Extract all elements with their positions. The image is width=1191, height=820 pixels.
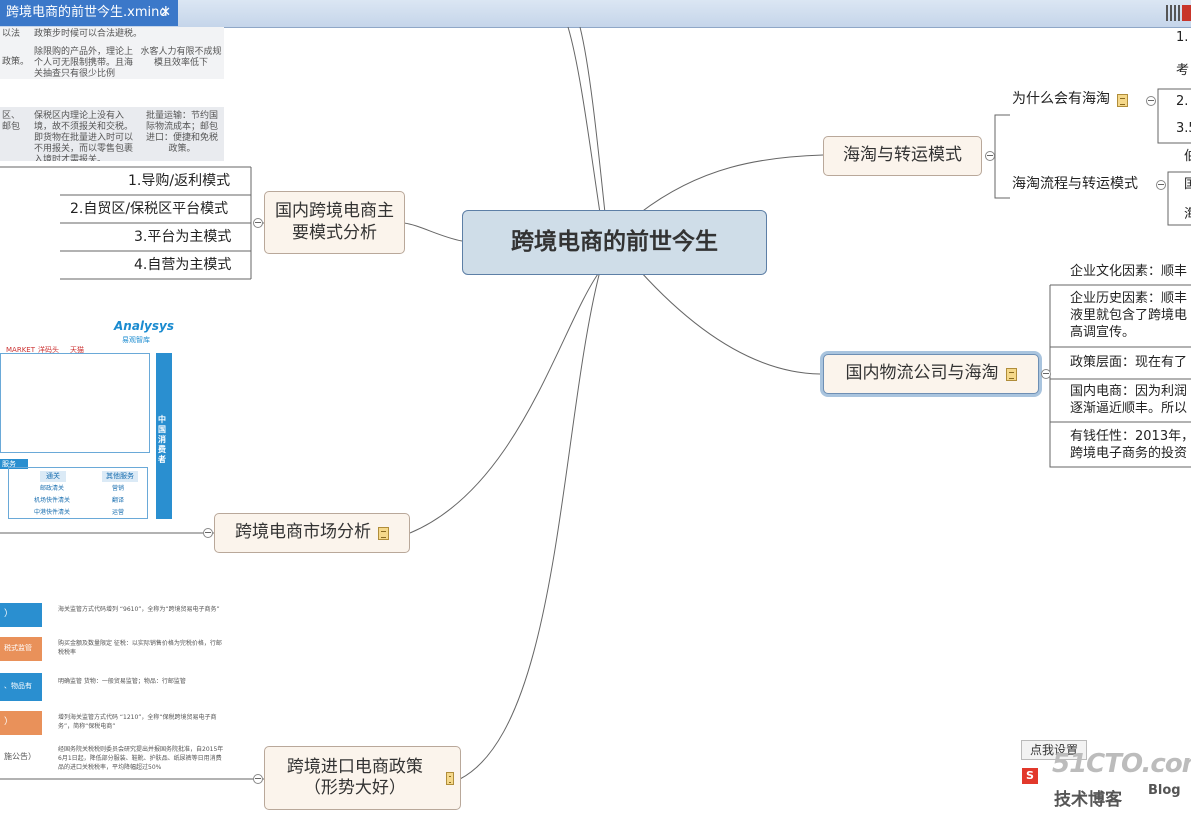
img1-cell: 批量运输：节约国际物流成本；邮包进口：便捷和免税政策。 [145, 111, 218, 154]
img3-text: 海关监管方式代码增列 “9610”，全称为“跨境贸易电子商务” [58, 606, 220, 613]
tab-title: 跨境电商的前世今生.xmind [6, 5, 168, 20]
flow-sub: 海 [1184, 207, 1191, 222]
subtopic-model-1[interactable]: 1.导购/返利模式 [128, 173, 231, 190]
subtopic-model-2[interactable]: 2.自贸区/保税区平台模式 [70, 201, 229, 218]
img2-service-head: 通关 [40, 471, 66, 482]
window-menu-icon[interactable] [1182, 5, 1191, 21]
why-sub: 2. [1176, 94, 1189, 109]
topic-haitao[interactable]: 海淘与转运模式 [823, 136, 982, 176]
topic-haitao-label: 海淘与转运模式 [843, 145, 962, 166]
central-topic[interactable]: 跨境电商的前世今生 [462, 210, 767, 275]
why-sub: 3.5 [1176, 121, 1191, 136]
watermark: 51CTO.com 技术博客 Blog [1052, 749, 1191, 810]
img2-side-tag: 服务 [2, 460, 16, 468]
subtopic-why-haitao[interactable]: 为什么会有海淘 [1012, 89, 1152, 111]
logistics-item: 高调宣传。 [1070, 325, 1136, 340]
logistics-item[interactable]: 有钱任性：2013年， [1070, 429, 1191, 444]
img1-cell: 水客人力有限不成规模且效率低下 [140, 47, 222, 68]
img2-service: 中港快件清关 [34, 509, 71, 516]
watermark-blog: Blog [1148, 783, 1181, 798]
logistics-item[interactable]: 企业文化因素：顺丰 [1070, 264, 1188, 279]
why-text: 考 [1176, 63, 1190, 78]
subtopic-model-3[interactable]: 3.平台为主模式 [134, 229, 232, 246]
img3-tag: 税式监管 [4, 644, 32, 652]
topic-logistics[interactable]: 国内物流公司与海淘 [823, 354, 1039, 394]
why-text: （ [1182, 45, 1191, 61]
img3-text: 购买金额及数量限定 征税：以实际销售价格为完税价格，行邮税税率 [58, 640, 222, 656]
watermark-site: 51CTO.com [1052, 749, 1191, 779]
topic-models-label: 国内跨境电商主要模式分析 [275, 201, 394, 243]
image-policy-list: ） 海关监管方式代码增列 “9610”，全称为“跨境贸易电子商务” 税式监管 购… [0, 599, 228, 774]
img3-tag: 、物品有 [4, 682, 32, 690]
flow-sub: 国 [1184, 177, 1191, 192]
collapse-icon[interactable] [1041, 369, 1051, 379]
connector-lines [0, 27, 1191, 780]
img3-text: 增列海关监管方式代码 “1210”，全称“保税跨境贸易电子商务”，简称“保税电商… [58, 714, 217, 730]
img1-cell: 政策步时候可以合法避税。 [34, 29, 143, 39]
img3-text: 明确监管 货物：一般贸易监管；物品：行邮监管 [58, 678, 186, 685]
img2-service-head: 其他服务 [102, 471, 138, 482]
img2-logo: 天猫 [70, 346, 84, 354]
img2-service: 邮政清关 [40, 485, 65, 492]
close-icon[interactable]: ✕ [160, 5, 171, 20]
img2-service: 翻译 [112, 497, 125, 504]
img2-brand-sub: 易观智库 [122, 336, 150, 344]
img1-cell: 除限购的产品外，理论上个人可无限制携带。且海关抽查只有很少比例 [34, 47, 134, 79]
flow-sub: 伯 [1184, 149, 1191, 164]
img3-tag: ） [4, 609, 14, 619]
img2-service: 机场快件清关 [34, 497, 71, 504]
central-topic-label: 跨境电商的前世今生 [511, 229, 718, 256]
mindmap-canvas[interactable]: 以法 政策。 区、邮包 政策步时候可以合法避税。 除限购的产品外，理论上个人可无… [0, 27, 1191, 820]
logistics-item: 跨境电子商务的投资 [1070, 446, 1188, 461]
topic-market[interactable]: 跨境电商市场分析 [214, 513, 410, 553]
logistics-item[interactable]: 政策层面：现在有了 [1070, 355, 1188, 370]
img1-cell: 政策。 [2, 57, 30, 67]
img2-side-label: 中国消费者 [158, 415, 166, 464]
img3-text: 经国务院关税税则委员会研究提出并报国务院批准，自2015年6月1日起，降低部分服… [58, 746, 224, 771]
logistics-item[interactable]: 国内电商：因为利润 [1070, 384, 1188, 399]
img3-tag: ） [4, 717, 14, 727]
topic-policy-label: 跨境进口电商政策（形势大好） [286, 756, 423, 798]
image-analysys-chart: Analysys 易观智库 MARKET 洋码头 天猫 中国消费者 服务 通关 … [0, 319, 175, 521]
img1-cell: 保税区内理论上没有入境，故不须报关和交税。即货物在批量进入时可以不用报关，而以零… [34, 111, 134, 161]
subtopic-model-4[interactable]: 4.自营为主模式 [134, 257, 232, 274]
img1-cell: 以法 [2, 29, 21, 39]
topic-models[interactable]: 国内跨境电商主要模式分析 [264, 191, 405, 254]
img2-service: 运营 [112, 509, 125, 516]
topic-logistics-label: 国内物流公司与海淘 [845, 363, 999, 384]
settings-tooltip[interactable]: 点我设置 [1021, 740, 1087, 760]
note-icon[interactable] [445, 771, 454, 785]
note-icon[interactable] [1005, 367, 1017, 381]
collapse-icon[interactable] [1156, 180, 1166, 190]
note-icon[interactable] [378, 526, 389, 540]
logistics-item: 逐渐逼近顺丰。所以 [1070, 401, 1188, 416]
why-text: 1. [1176, 30, 1189, 45]
img1-cell: 区、邮包 [2, 111, 21, 132]
watermark-sub: 技术博客 [1054, 790, 1122, 810]
collapse-icon[interactable] [1146, 96, 1156, 106]
logistics-item: 液里就包含了跨境电 [1070, 308, 1188, 323]
collapse-icon[interactable] [253, 218, 263, 228]
image-comparison-table: 以法 政策。 区、邮包 政策步时候可以合法避税。 除限购的产品外，理论上个人可无… [0, 27, 224, 161]
img3-tag: 施公告） [4, 752, 36, 761]
grip-icon[interactable] [1166, 5, 1180, 21]
collapse-icon[interactable] [203, 528, 213, 538]
img2-service: 营销 [112, 485, 125, 492]
topic-policy[interactable]: 跨境进口电商政策（形势大好） [264, 746, 461, 810]
collapse-icon[interactable] [985, 151, 995, 161]
note-icon[interactable] [1117, 93, 1128, 107]
logistics-item[interactable]: 企业历史因素：顺丰 [1070, 291, 1188, 306]
tab-bar: 跨境电商的前世今生.xmind ✕ [0, 0, 1191, 28]
img2-logo: MARKET [6, 346, 35, 354]
img2-brand: Analysys [114, 319, 174, 333]
subtopic-haitao-flow[interactable]: 海淘流程与转运模式 [1012, 176, 1138, 193]
img2-logo: 洋码头 [38, 346, 59, 354]
topic-market-label: 跨境电商市场分析 [235, 522, 371, 543]
ime-icon[interactable]: S [1022, 768, 1038, 784]
collapse-icon[interactable] [253, 774, 263, 784]
tab-document[interactable]: 跨境电商的前世今生.xmind ✕ [0, 0, 178, 26]
